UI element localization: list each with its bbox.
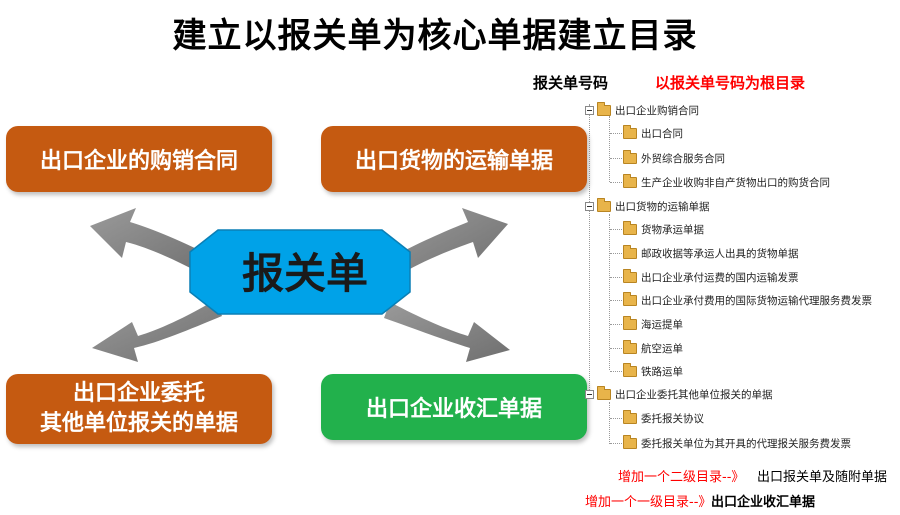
tree-item-label: 货物承运单据 (641, 223, 704, 236)
box-bl-line2: 其他单位报关的单据 (39, 411, 238, 436)
folder-icon (623, 409, 637, 424)
tree-group-row[interactable]: 出口货物的运输单据 (585, 196, 710, 216)
tree-header-label: 报关单号码 (533, 74, 609, 92)
tree-item-label: 外贸综合服务合同 (641, 152, 725, 165)
tree-group-row[interactable]: 出口企业委托其他单位报关的单据 (585, 384, 773, 404)
tree-item-row[interactable]: 海运提单 (623, 314, 683, 334)
note-second-level-black: 出口报关单及随附单据 (757, 470, 888, 485)
collapse-icon[interactable] (585, 201, 594, 211)
folder-icon (597, 197, 611, 212)
folder-icon (623, 149, 637, 164)
box-agency-declaration-docs: 出口企业委托 其他单位报关的单据 (6, 374, 272, 444)
tree-item-row[interactable]: 铁路运单 (623, 361, 683, 381)
tree-item-row[interactable]: 委托报关单位为其开具的代理报关服务费发票 (623, 433, 851, 453)
note-first-level-red: 增加一个一级目录--》 (585, 495, 712, 510)
folder-icon (597, 385, 611, 400)
tree-item-label: 航空运单 (641, 342, 683, 355)
tree-item-label: 出口合同 (641, 127, 683, 140)
tree-guide-g2 (609, 214, 610, 370)
folder-icon (623, 173, 637, 188)
tree-item-row[interactable]: 委托报关协议 (623, 408, 704, 428)
tree-group-label: 出口企业购销合同 (615, 104, 699, 117)
arrow-to-bottom-left (92, 300, 222, 362)
tree-item-label: 生产企业收购非自产货物出口的购货合同 (641, 176, 830, 189)
tree-item-label: 铁路运单 (641, 365, 683, 378)
note-second-level-red: 增加一个二级目录--》 (618, 470, 745, 485)
collapse-icon[interactable] (585, 105, 594, 115)
tree-group-label: 出口货物的运输单据 (615, 200, 710, 213)
page-title: 建立以报关单为核心单据建立目录 (172, 16, 698, 56)
folder-icon (623, 244, 637, 259)
box-forex-docs: 出口企业收汇单据 (321, 374, 587, 440)
folder-icon (623, 315, 637, 330)
center-label: 报关单 (241, 248, 368, 298)
arrow-to-bottom-right (384, 302, 510, 362)
box-purchase-contract: 出口企业的购销合同 (6, 126, 272, 192)
folder-icon (623, 291, 637, 306)
box-bl-line1: 出口企业委托 (72, 381, 205, 406)
tree-header-note: 以报关单号码为根目录 (655, 74, 806, 92)
tree-item-row[interactable]: 邮政收据等承运人出具的货物单据 (623, 243, 799, 263)
tree-item-label: 出口企业承付运费的国内运输发票 (641, 271, 799, 284)
arrow-to-top-right (390, 208, 508, 276)
arrow-to-top-left (90, 208, 215, 276)
tree-item-row[interactable]: 出口企业承付费用的国际货物运输代理服务费发票 (623, 290, 872, 310)
tree-item-row[interactable]: 货物承运单据 (623, 219, 704, 239)
folder-icon (623, 268, 637, 283)
tree-item-row[interactable]: 出口企业承付运费的国内运输发票 (623, 267, 799, 287)
tree-item-row[interactable]: 外贸综合服务合同 (623, 148, 725, 168)
folder-icon (623, 220, 637, 235)
folder-icon (623, 339, 637, 354)
folder-icon (597, 101, 611, 116)
tree-item-row[interactable]: 航空运单 (623, 338, 683, 358)
tree-guide-root (589, 104, 590, 398)
tree-group-label: 出口企业委托其他单位报关的单据 (615, 388, 773, 401)
tree-guide-g3 (609, 402, 610, 444)
folder-icon (623, 434, 637, 449)
folder-icon (623, 362, 637, 377)
tree-guide-g1 (609, 116, 610, 182)
tree-item-row[interactable]: 出口合同 (623, 123, 683, 143)
tree-item-label: 出口企业承付费用的国际货物运输代理服务费发票 (641, 294, 872, 307)
collapse-icon[interactable] (585, 389, 594, 399)
tree-group-row[interactable]: 出口企业购销合同 (585, 100, 699, 120)
tree-item-row[interactable]: 生产企业收购非自产货物出口的购货合同 (623, 172, 830, 192)
tree-item-label: 邮政收据等承运人出具的货物单据 (641, 247, 799, 260)
box-transport-docs: 出口货物的运输单据 (321, 126, 587, 192)
note-first-level-black: 出口企业收汇单据 (711, 495, 816, 510)
center-octagon (189, 229, 411, 315)
tree-item-label: 委托报关协议 (641, 412, 704, 425)
tree-item-label: 委托报关单位为其开具的代理报关服务费发票 (641, 437, 851, 450)
folder-icon (623, 124, 637, 139)
tree-item-label: 海运提单 (641, 318, 683, 331)
